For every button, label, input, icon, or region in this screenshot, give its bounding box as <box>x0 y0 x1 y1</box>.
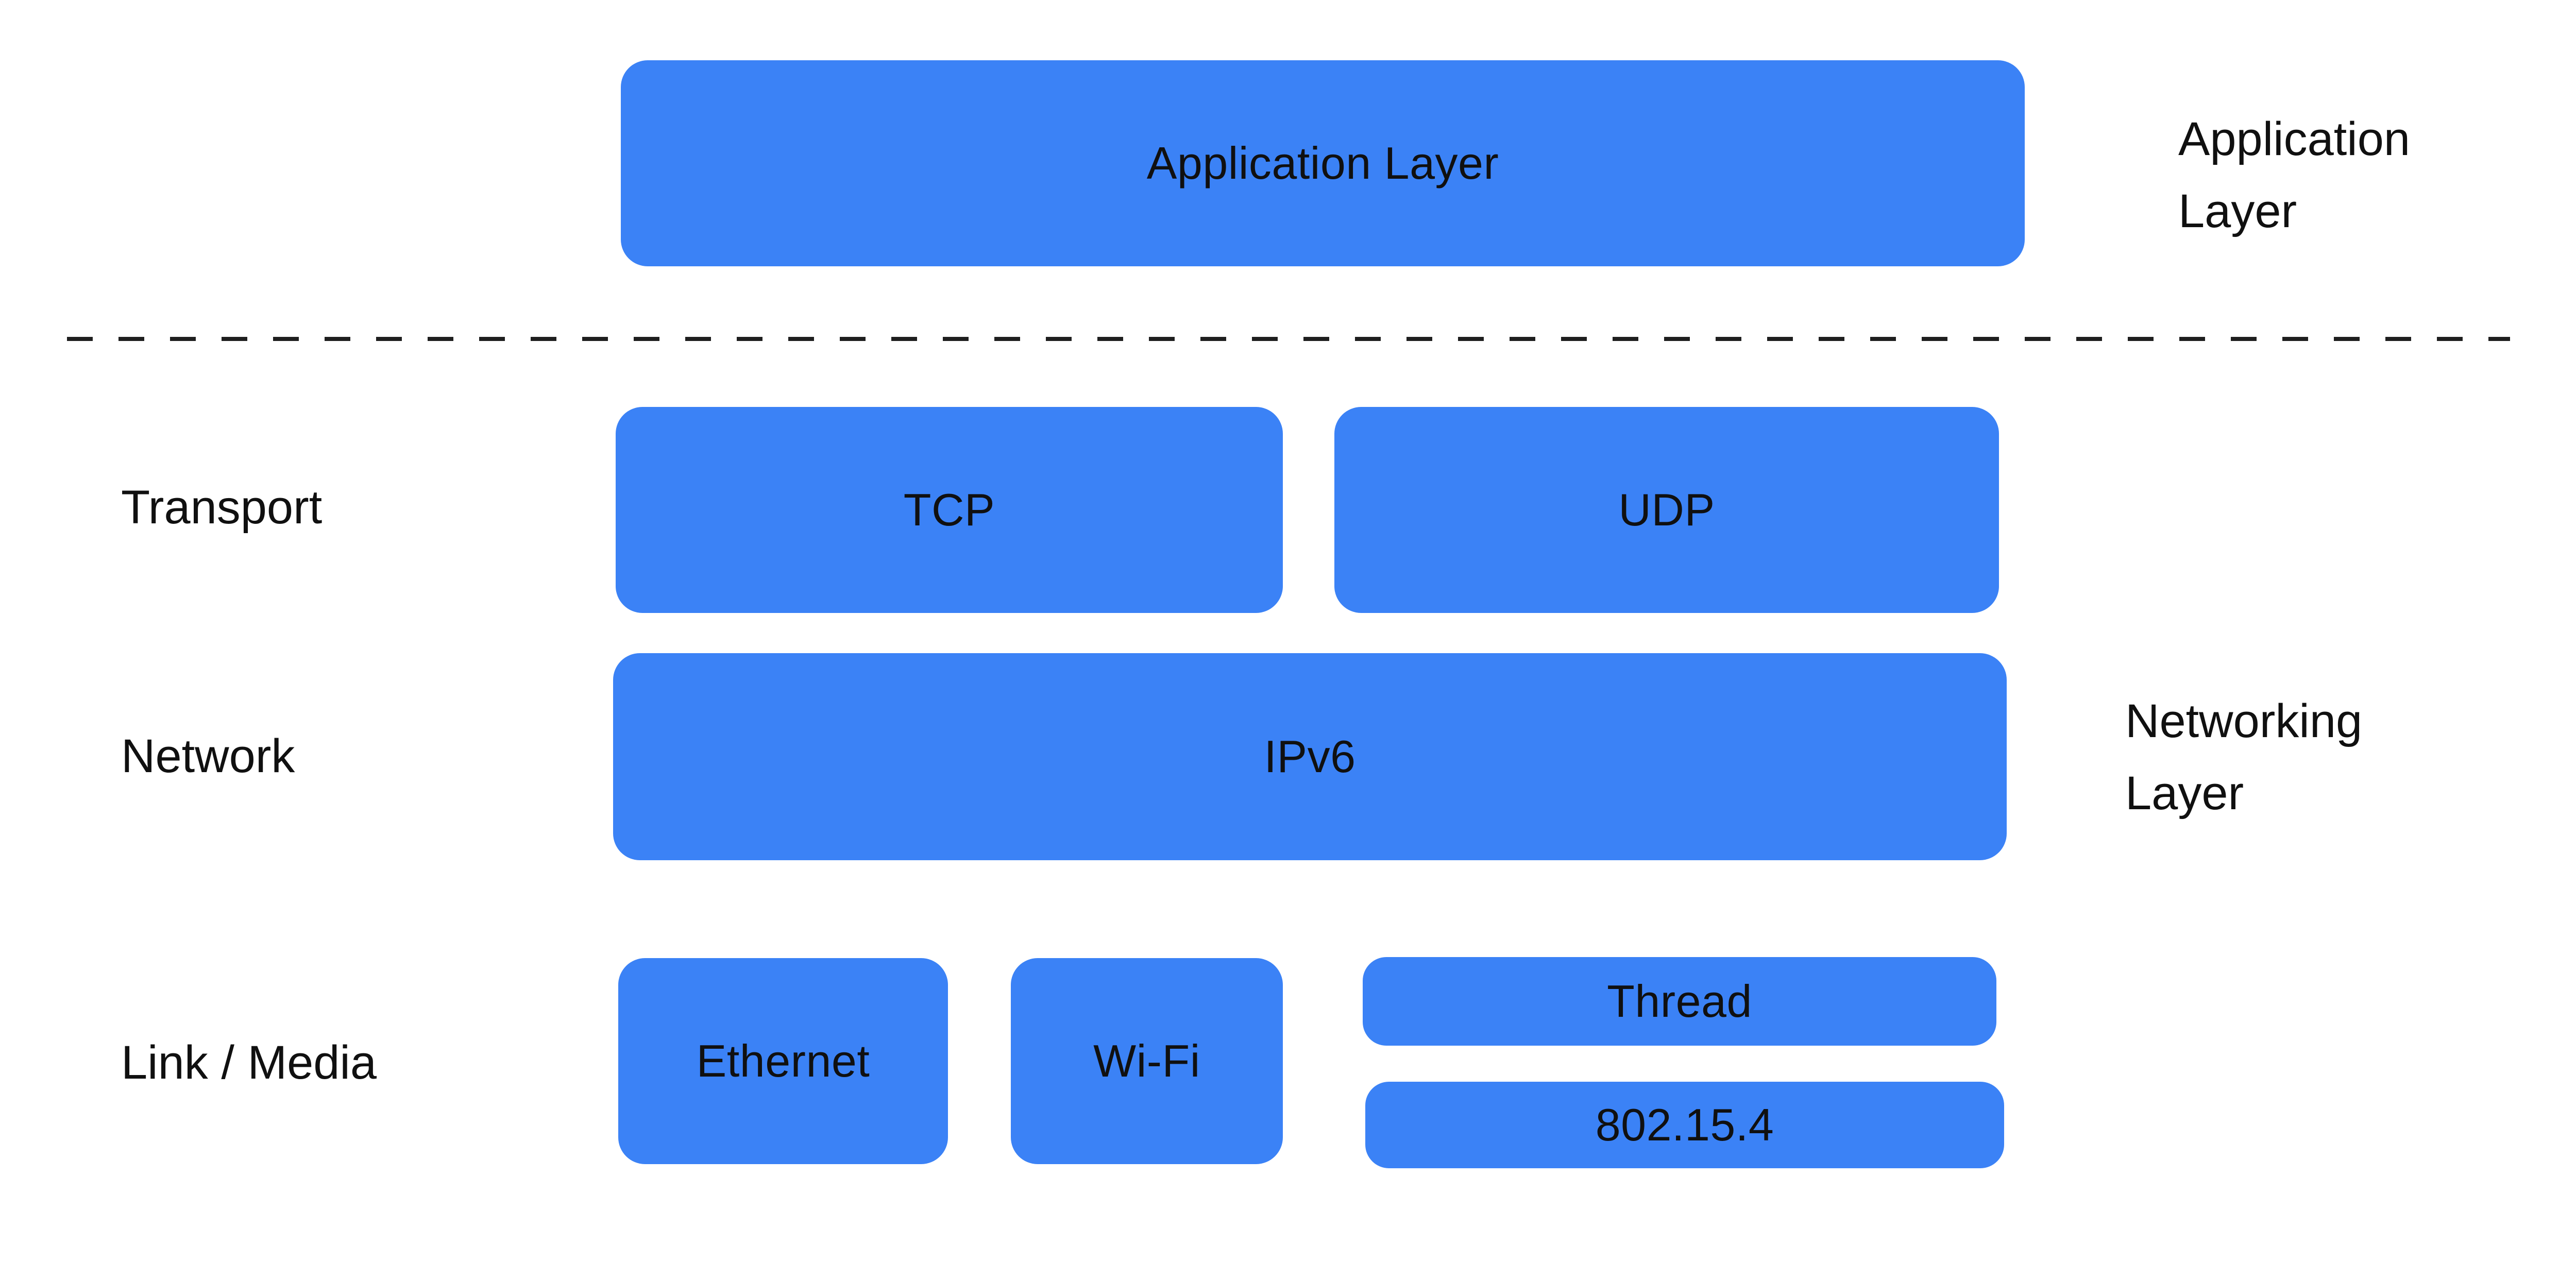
row-label-network: Network <box>121 730 295 782</box>
side-label-networking-layer: Networking Layer <box>2125 685 2362 829</box>
side-label-application-line1: Application <box>2178 113 2411 165</box>
ieee-802-15-4-box: 802.15.4 <box>1365 1082 2004 1168</box>
wifi-box: Wi-Fi <box>1011 958 1283 1164</box>
wifi-box-label: Wi-Fi <box>1093 1035 1200 1086</box>
thread-box: Thread <box>1363 957 1996 1046</box>
side-label-networking-line2: Layer <box>2125 767 2244 820</box>
ethernet-box-label: Ethernet <box>696 1035 870 1086</box>
side-label-application-layer: Application Layer <box>2178 103 2410 247</box>
ieee-802-15-4-box-label: 802.15.4 <box>1595 1099 1774 1150</box>
side-label-application-line2: Layer <box>2178 185 2297 237</box>
row-label-transport: Transport <box>121 481 323 534</box>
udp-box: UDP <box>1334 407 1999 613</box>
row-label-link-media: Link / Media <box>121 1036 377 1089</box>
application-layer-box-label: Application Layer <box>1146 138 1499 189</box>
ethernet-box: Ethernet <box>618 958 948 1164</box>
side-label-networking-line1: Networking <box>2125 695 2363 747</box>
udp-box-label: UDP <box>1618 484 1715 535</box>
thread-box-label: Thread <box>1607 976 1752 1027</box>
ipv6-box-label: IPv6 <box>1264 731 1356 782</box>
application-layer-box: Application Layer <box>621 60 2025 266</box>
tcp-box: TCP <box>616 407 1283 613</box>
layer-divider-dashed-line <box>67 337 2510 341</box>
ipv6-box: IPv6 <box>613 653 2007 860</box>
tcp-box-label: TCP <box>903 484 995 535</box>
